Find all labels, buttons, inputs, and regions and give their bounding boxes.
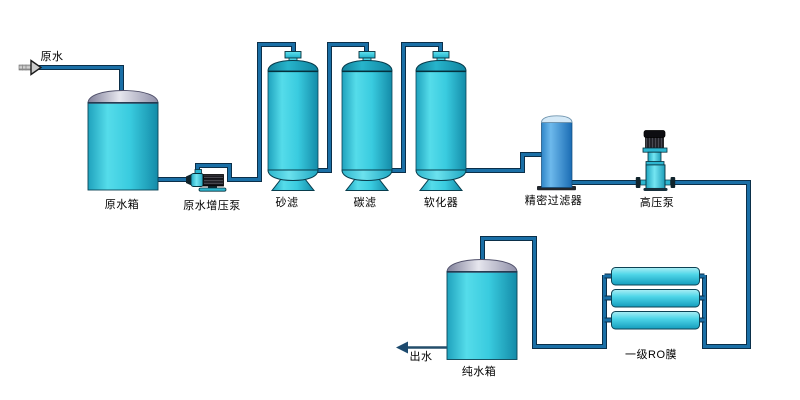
pure-water-tank xyxy=(446,259,518,360)
inlet-arrow-icon xyxy=(18,59,43,76)
softener xyxy=(415,51,467,191)
label-pure-water-tank: 纯水箱 xyxy=(461,365,497,378)
carbon-filter xyxy=(341,51,393,191)
label-ro-membrane: 一级RO膜 xyxy=(625,349,677,361)
pipe-sand-filter-to-carbon-filter xyxy=(316,42,369,173)
label-softener: 软化器 xyxy=(423,197,459,209)
precision-filter xyxy=(537,115,576,191)
label-carbon-filter: 碳滤 xyxy=(353,197,377,209)
label-raw-water-tank: 原水箱 xyxy=(104,198,140,211)
label-sand-filter: 砂滤 xyxy=(275,197,299,209)
label-water-outlet: 出水 xyxy=(409,350,433,363)
label-precision-filter: 精密过滤器 xyxy=(524,195,583,207)
pipe-inlet-to-raw-tank xyxy=(38,65,124,97)
ro-membrane xyxy=(611,267,700,330)
pipe-ro-membrane-to-pure-tank xyxy=(480,236,612,349)
outlet-arrow-icon xyxy=(396,341,447,354)
raw-water-tank xyxy=(87,90,159,191)
pipes xyxy=(38,42,751,349)
high-pressure-pump xyxy=(635,130,676,191)
sand-filter xyxy=(267,51,319,191)
booster-pump xyxy=(186,169,227,192)
pipe-carbon-filter-to-softener xyxy=(390,42,443,173)
label-high-pressure-pump: 高压泵 xyxy=(639,196,675,209)
label-raw-water-inlet: 原水 xyxy=(40,51,64,63)
pipe-softener-to-precision-filter xyxy=(464,152,543,173)
pipe-booster-pump-to-sand-filter xyxy=(195,42,296,182)
label-booster-pump: 原水增压泵 xyxy=(183,200,241,212)
